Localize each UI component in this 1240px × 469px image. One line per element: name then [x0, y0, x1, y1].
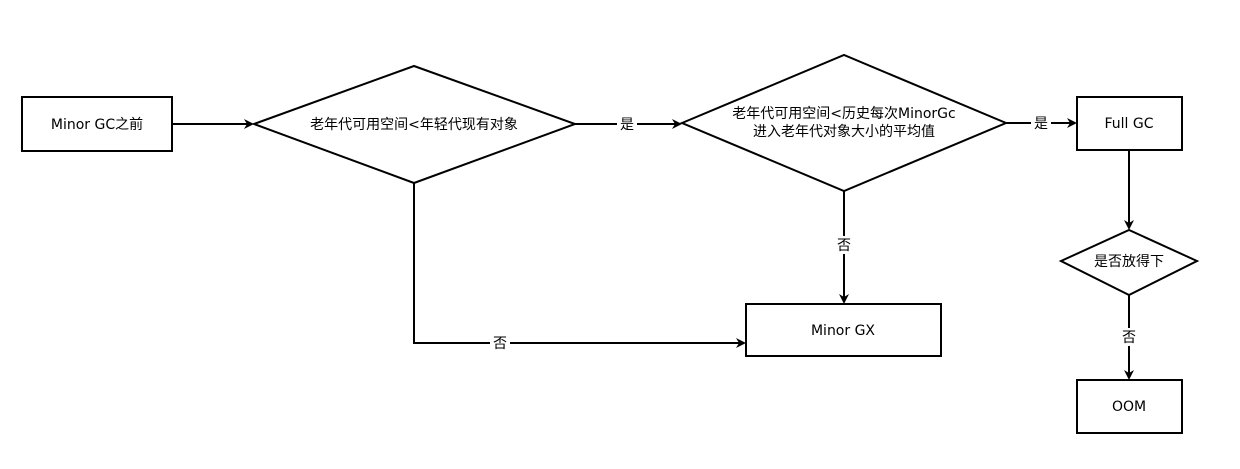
node-decision3-label: 是否放得下 — [1094, 253, 1164, 270]
node-decision3: 是否放得下 — [1058, 228, 1200, 297]
edge-label-no-1: 否 — [837, 238, 851, 254]
edge-label-yes-2: 是 — [1034, 116, 1048, 132]
node-decision1-label: 老年代可用空间<年轻代现有对象 — [310, 117, 518, 133]
edge-label-no-3: 否 — [1122, 330, 1136, 346]
node-minor-gx-label: Minor GX — [811, 323, 875, 339]
node-decision2-label-line1: 老年代可用空间<历史每次MinorGc — [732, 106, 955, 122]
node-full-gc-label: Full GC — [1104, 116, 1153, 132]
node-decision2-label-line2: 进入老年代对象大小的平均值 — [753, 124, 935, 140]
node-minor-gx: Minor GX — [745, 303, 942, 357]
node-oom-label: OOM — [1112, 399, 1146, 415]
node-minor-gc-before: Minor GC之前 — [21, 96, 173, 152]
node-decision2: 老年代可用空间<历史每次MinorGc 进入老年代对象大小的平均值 — [679, 53, 1009, 193]
node-oom: OOM — [1076, 379, 1183, 434]
node-full-gc: Full GC — [1076, 96, 1183, 151]
edge-label-yes-1: 是 — [620, 117, 634, 133]
edge-decision1-to-minorgx — [413, 183, 746, 348]
node-minor-gc-before-label: Minor GC之前 — [51, 116, 143, 133]
node-decision1: 老年代可用空间<年轻代现有对象 — [251, 64, 578, 185]
edge-label-no-2: 否 — [493, 336, 507, 352]
